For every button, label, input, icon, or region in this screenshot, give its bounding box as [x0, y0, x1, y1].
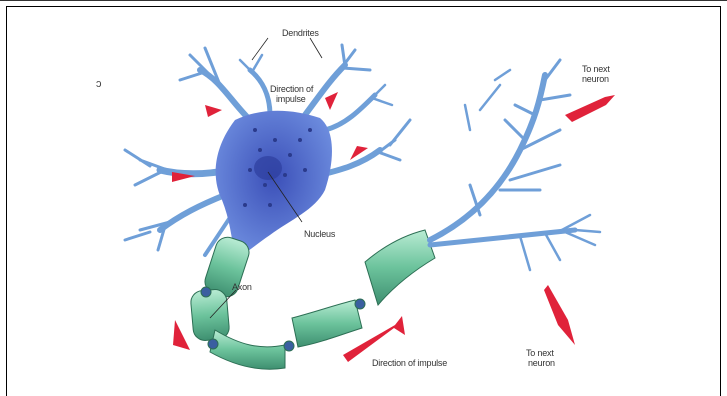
- label-next-neuron-bottom-2: neuron: [528, 358, 555, 368]
- label-dendrites: Dendrites: [282, 28, 319, 38]
- arrow-icon: [544, 285, 575, 345]
- label-axon: Axon: [232, 282, 252, 292]
- label-direction-top-2: impulse: [276, 94, 306, 104]
- terminal-branch: [430, 230, 575, 245]
- stray-mark: ↄ: [96, 78, 102, 90]
- axon-terminals: [430, 60, 600, 270]
- terminal-branch: [520, 215, 600, 270]
- dendrite-branch: [160, 195, 225, 230]
- dendrite-branch: [340, 45, 370, 70]
- arrow-icon: [205, 105, 222, 117]
- leader-line: [310, 38, 322, 58]
- terminal-branch: [465, 70, 510, 130]
- myelin-sheath: [210, 330, 285, 369]
- label-direction-bottom: Direction of impulse: [372, 358, 447, 368]
- arrow-icon: [565, 95, 615, 122]
- label-next-neuron-bottom-1: To next: [526, 348, 554, 358]
- arrow-icon: [325, 92, 338, 110]
- myelin-sheath: [292, 300, 362, 347]
- node-of-ranvier: [201, 287, 211, 297]
- terminal-branch: [470, 165, 560, 215]
- dendrite-branch: [250, 70, 270, 115]
- myelin-sheath: [190, 289, 230, 342]
- dendrite-branch: [370, 85, 392, 105]
- dendrite-branch: [375, 120, 410, 160]
- label-next-neuron-top-1: To next: [582, 64, 610, 74]
- node-of-ranvier: [355, 299, 365, 309]
- node-of-ranvier: [284, 341, 294, 351]
- dendrite-branch: [125, 150, 170, 185]
- myelin-sheath: [365, 230, 435, 305]
- nucleus: [254, 156, 282, 180]
- label-direction-top-1: Direction of: [270, 84, 313, 94]
- arrow-icon: [173, 320, 190, 350]
- dendrite-branch: [240, 55, 262, 75]
- label-next-neuron-top-2: neuron: [582, 74, 609, 84]
- label-nucleus: Nucleus: [304, 229, 335, 239]
- node-of-ranvier: [208, 339, 218, 349]
